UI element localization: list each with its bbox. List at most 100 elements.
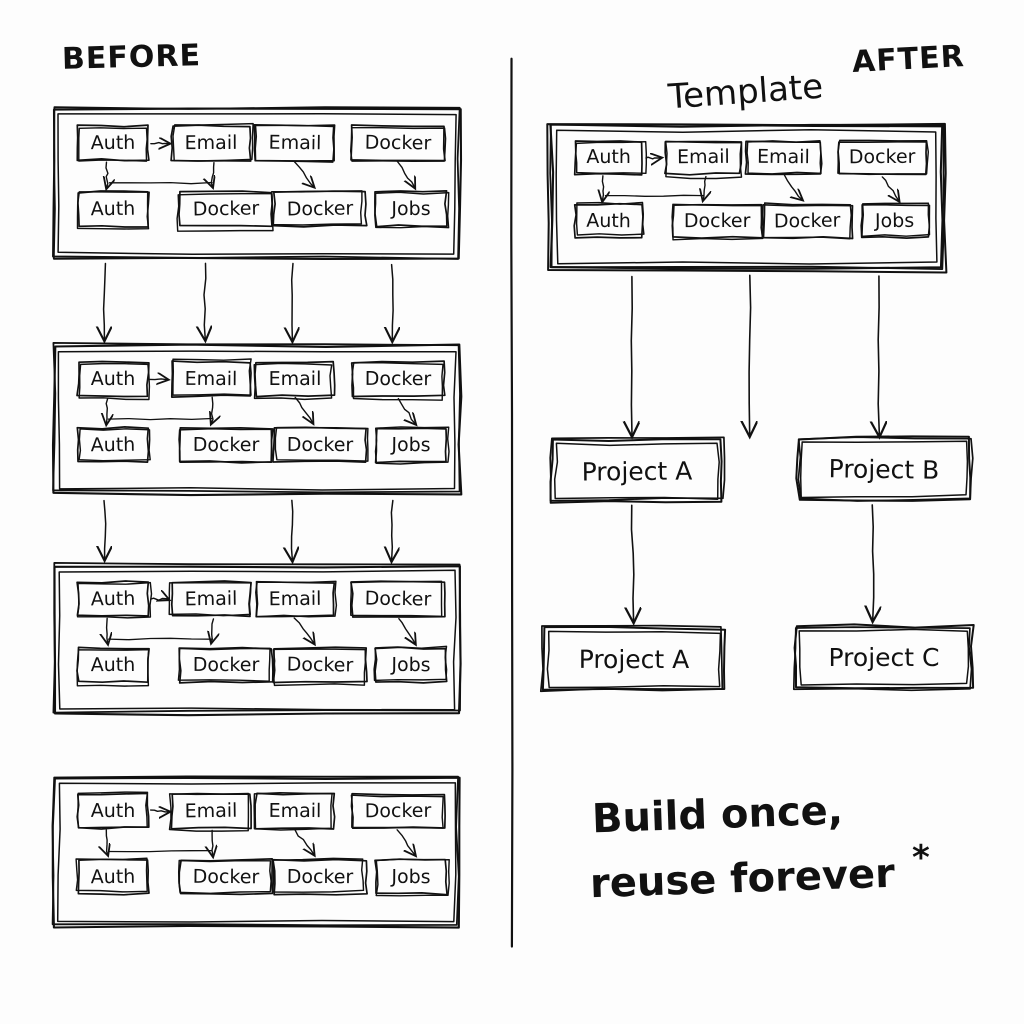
before-stack-2-top-node-3[interactable]: [350, 360, 446, 398]
after-template-bottom-node-2-overstroke: [762, 202, 852, 240]
before-stack-2-top-node-0-overstroke: [78, 362, 151, 401]
before-stack-1-bottom-node-1[interactable]: [178, 190, 273, 228]
before-stack-1-arrow-docker-to-jobs: [396, 160, 415, 188]
before-stack-4-top-node-3[interactable]: [350, 792, 446, 830]
before-stack-3-arrow-email-to-docker: [211, 618, 213, 643]
after-template-bottom-node-0-overstroke: [575, 201, 645, 236]
before-stack-4-bottom-node-0[interactable]: [77, 858, 150, 896]
before-stack-3-bottom-node-3[interactable]: [374, 646, 448, 684]
before-stack-2-container-overstroke: [52, 342, 461, 494]
before-stack-4-top-node-2[interactable]: [254, 792, 336, 830]
before-stack-3-top-node-2-overstroke: [255, 580, 338, 618]
before-connector-0-1: [204, 262, 206, 339]
after-template-top-node-3-overstroke: [837, 139, 930, 176]
before-stack-3-top-node-0-overstroke: [76, 581, 153, 619]
before-stack-3-top-node-1[interactable]: [170, 580, 252, 618]
before-stack-3-bottom-node-0[interactable]: [76, 646, 150, 684]
before-connector-0-3: [392, 263, 393, 341]
after-project-a-2-box-overstroke: [539, 624, 724, 693]
before-stack-2-bottom-node-3[interactable]: [374, 427, 448, 464]
before-stack-2-arrow-docker-to-jobs: [397, 397, 415, 425]
before-stack-4-top-node-0[interactable]: [76, 792, 150, 830]
before-stack-1-bottom-node-0[interactable]: [77, 190, 150, 228]
before-stack-1-container-inner: [57, 113, 457, 256]
before-stack-3-bottom-node-2-overstroke: [272, 648, 367, 687]
before-stack-4-bottom-node-3-overstroke: [375, 858, 450, 897]
before-stack-1-bottom-node-1-overstroke: [176, 192, 274, 232]
before-stack-3-top-node-3[interactable]: [350, 580, 446, 618]
before-stack-3-top-node-2[interactable]: [255, 581, 336, 618]
after-template-top-node-2-overstroke: [746, 139, 822, 175]
before-stack-2-top-node-2[interactable]: [254, 360, 336, 398]
before-stack-3-bottom-node-3-overstroke: [373, 645, 448, 682]
before-stack-2-container[interactable]: [51, 343, 463, 497]
before-stack-1-top-node-3-overstroke: [349, 126, 447, 163]
after-project-a-2-box-inner: [546, 630, 722, 689]
before-stack-4-container-overstroke: [51, 775, 460, 927]
before-stack-1-bottom-node-2[interactable]: [272, 190, 368, 228]
before-connector-1-2: [391, 499, 392, 561]
before-stack-1-top-node-1[interactable]: [170, 124, 252, 162]
before-stack-2-top-node-3-overstroke: [351, 361, 444, 401]
after-template-arrow-auth-to-email: [645, 157, 662, 159]
after-template-bottom-node-3[interactable]: [860, 203, 931, 239]
before-stack-1-top-node-3[interactable]: [350, 124, 446, 162]
after-template-container-outer: [546, 122, 948, 274]
after-template-fanout-2: [878, 275, 879, 436]
before-stack-3-arrow-email2-to-docker2: [293, 617, 314, 644]
before-stack-2-arrow-auth-to-email: [149, 379, 168, 380]
after-template-top-node-1[interactable]: [664, 140, 743, 176]
before-stack-3-top-node-0[interactable]: [76, 580, 150, 617]
after-template-bottom-node-0[interactable]: [573, 202, 644, 239]
before-stack-2-arrow-email2-to-docker2: [294, 396, 313, 423]
before-stack-2-arrow-auth-to-auth: [106, 397, 108, 424]
before-connector-1-1: [292, 499, 293, 560]
before-stack-3-container[interactable]: [53, 565, 462, 717]
before-stack-2-bottom-node-2[interactable]: [272, 426, 368, 463]
before-stack-2-bottom-node-0[interactable]: [76, 426, 150, 463]
before-stack-2-bottom-node-1[interactable]: [178, 426, 274, 464]
after-project-c-box[interactable]: [793, 623, 975, 690]
before-stack-3-arrow-auth-to-email: [150, 598, 169, 600]
before-stack-4-container-inner: [56, 782, 457, 923]
after-template-top-node-1-overstroke: [664, 140, 743, 180]
before-stack-1-bottom-node-3[interactable]: [374, 190, 448, 228]
before-stack-4-bottom-node-1[interactable]: [178, 858, 274, 896]
before-stack-4-bottom-node-1-overstroke: [177, 859, 272, 895]
before-stack-1-arrow-email2-to-docker2: [293, 160, 314, 187]
before-stack-3-bottom-node-2[interactable]: [272, 646, 368, 684]
before-stack-2-bottom-node-1-overstroke: [178, 428, 273, 464]
after-template-bottom-node-2[interactable]: [761, 203, 854, 240]
before-stack-4-top-node-3-overstroke: [350, 794, 444, 829]
after-template-top-node-3[interactable]: [837, 140, 928, 176]
before-stack-1-arrow-auth-to-auth: [106, 161, 108, 188]
after-template-top-node-2[interactable]: [744, 140, 823, 176]
before-stack-4-top-node-1[interactable]: [170, 792, 252, 830]
before-stack-4-bottom-node-2[interactable]: [272, 858, 368, 896]
before-stack-3-container-overstroke: [52, 562, 462, 714]
before-stack-1-top-node-2[interactable]: [254, 124, 336, 162]
before-stack-1-container[interactable]: [52, 107, 463, 261]
after-project-b-box[interactable]: [795, 435, 972, 502]
before-stack-2-arrow-email-to-docker: [211, 396, 213, 424]
after-project-a-2-box[interactable]: [541, 625, 727, 691]
before-stack-4-bottom-node-3[interactable]: [374, 858, 448, 896]
before-stack-2-bottom-node-3-overstroke: [374, 426, 450, 465]
before-connector-0-0: [104, 262, 106, 339]
after-template-connector-horizontal: [604, 194, 704, 197]
after-template-bottom-node-1[interactable]: [671, 203, 764, 239]
before-stack-2-connector-horizontal: [107, 417, 213, 421]
before-stack-3-bottom-node-1[interactable]: [178, 646, 274, 684]
before-stack-1-top-node-0[interactable]: [76, 124, 150, 162]
center-divider: [510, 57, 514, 948]
after-project-a-1-box[interactable]: [549, 438, 723, 504]
after-arrow-project-a-to-a: [632, 504, 634, 621]
after-template-top-node-0[interactable]: [573, 140, 643, 176]
before-stack-2-top-node-0[interactable]: [76, 360, 150, 398]
before-stack-3-bottom-node-1-overstroke: [177, 647, 271, 682]
after-project-c-box-overstroke: [792, 626, 973, 692]
before-stack-1-top-node-0-overstroke: [78, 127, 148, 162]
before-stack-2-top-node-1-overstroke: [172, 358, 252, 396]
before-stack-2-top-node-1[interactable]: [170, 360, 252, 398]
